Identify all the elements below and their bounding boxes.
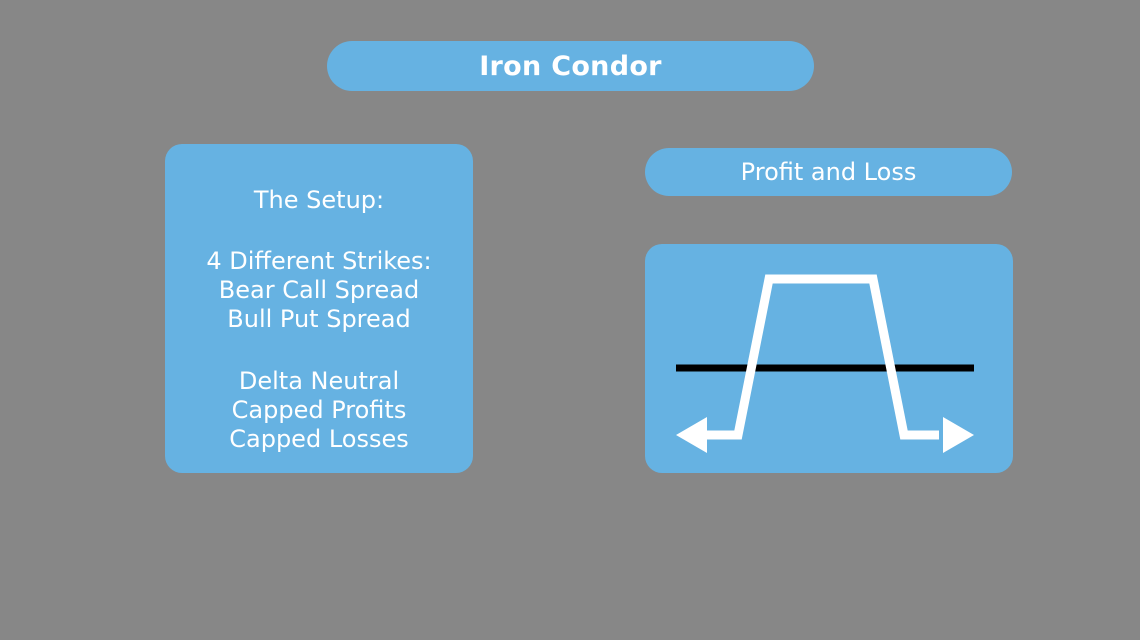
slide-title-text: Iron Condor (479, 50, 662, 82)
setup-traits-line-3: Capped Losses (229, 425, 409, 453)
setup-strikes-line-1: 4 Different Strikes: (206, 247, 432, 275)
setup-traits-group: Delta Neutral Capped Profits Capped Loss… (165, 367, 473, 454)
profit-and-loss-header: Profit and Loss (645, 148, 1012, 196)
iron-condor-payoff-chart (676, 274, 974, 453)
profit-and-loss-header-text: Profit and Loss (740, 158, 917, 186)
setup-traits-line-1: Delta Neutral (238, 367, 400, 395)
slide-title-banner: Iron Condor (327, 41, 814, 91)
setup-strikes-line-3: Bull Put Spread (227, 305, 411, 333)
right-arrow-icon (943, 417, 974, 453)
profit-and-loss-chart-card (645, 244, 1013, 473)
setup-card: The Setup: 4 Different Strikes: Bear Cal… (165, 144, 473, 473)
left-arrow-icon (676, 417, 707, 453)
setup-strikes-line-2: Bear Call Spread (218, 276, 420, 304)
payoff-line (703, 274, 939, 440)
setup-traits-line-2: Capped Profits (231, 396, 407, 424)
setup-heading: The Setup: (253, 186, 385, 214)
setup-strikes-group: 4 Different Strikes: Bear Call Spread Bu… (165, 247, 473, 334)
